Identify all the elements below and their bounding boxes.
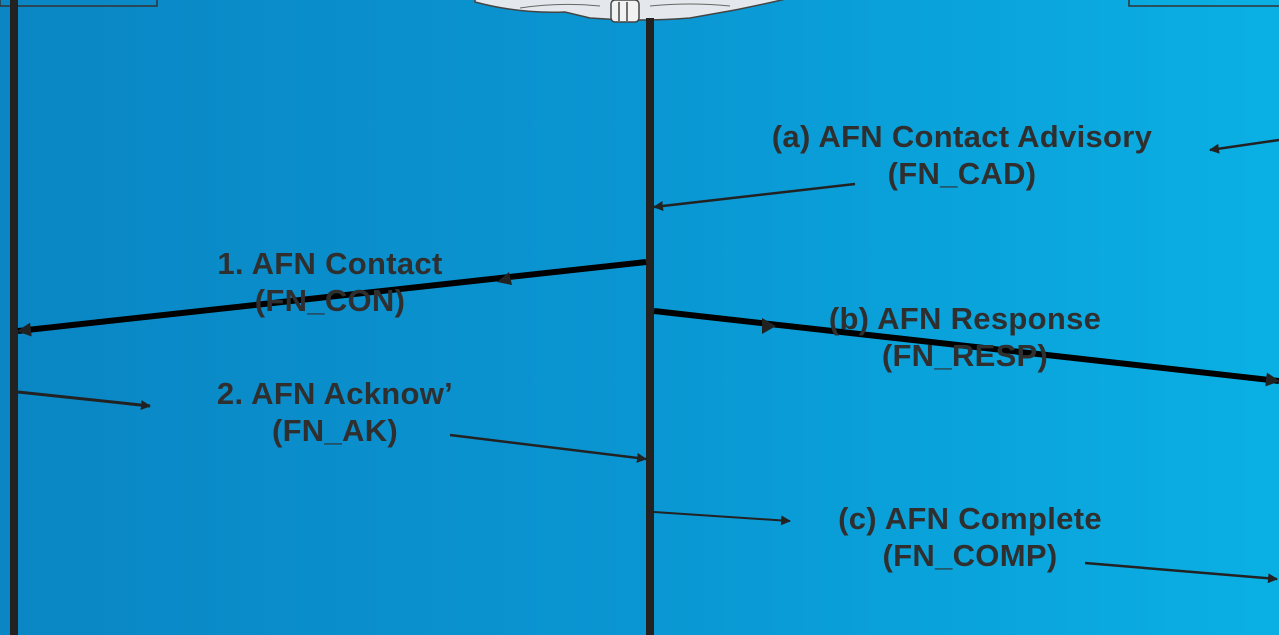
right-entity-box [1129, 0, 1279, 6]
message-a-title: (a) AFN Contact Advisory [712, 118, 1212, 155]
message-2-code: (FN_AK) [150, 412, 520, 449]
message-c-code: (FN_COMP) [770, 537, 1170, 574]
aircraft-icon [475, 0, 790, 22]
message-b-title: (b) AFN Response [760, 300, 1170, 337]
message-a-code: (FN_CAD) [712, 155, 1212, 192]
message-2-label: 2. AFN Acknow’ (FN_AK) [150, 375, 520, 449]
message-1-title: 1. AFN Contact [160, 245, 500, 282]
message-1-label: 1. AFN Contact (FN_CON) [160, 245, 500, 319]
left-entity-box [0, 0, 157, 6]
message-c-label: (c) AFN Complete (FN_COMP) [770, 500, 1170, 574]
message-2-title: 2. AFN Acknow’ [150, 375, 520, 412]
message-b-code: (FN_RESP) [760, 337, 1170, 374]
arrow-2-outgoing [18, 392, 150, 406]
message-a-label: (a) AFN Contact Advisory (FN_CAD) [712, 118, 1212, 192]
message-c-title: (c) AFN Complete [770, 500, 1170, 537]
message-1-code: (FN_CON) [160, 282, 500, 319]
message-b-label: (b) AFN Response (FN_RESP) [760, 300, 1170, 374]
arrow-a-incoming [1210, 140, 1279, 150]
